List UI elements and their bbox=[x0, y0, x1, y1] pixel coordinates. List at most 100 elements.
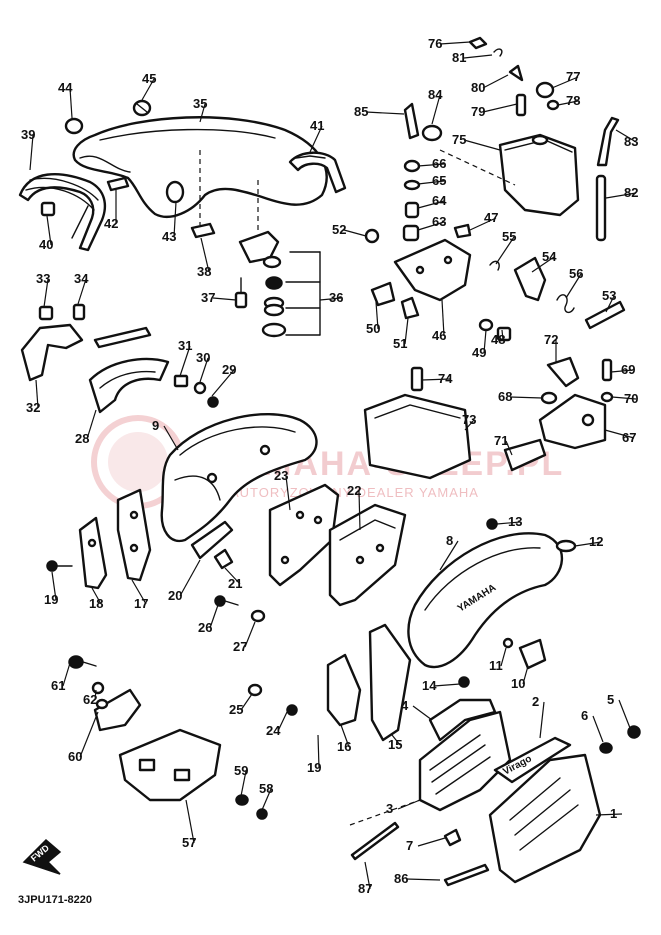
callout-50: 50 bbox=[366, 321, 380, 336]
callout-30: 30 bbox=[196, 350, 210, 365]
callout-leader-46 bbox=[441, 299, 445, 337]
callout-15: 15 bbox=[388, 737, 402, 752]
callout-leader-76 bbox=[439, 41, 471, 45]
part-47-bracket bbox=[393, 223, 472, 302]
part-23-panel bbox=[268, 483, 340, 587]
callout-25: 25 bbox=[229, 702, 243, 717]
callout-6: 6 bbox=[581, 708, 588, 723]
callout-leader-23 bbox=[285, 475, 291, 511]
callout-leader-61 bbox=[62, 662, 71, 687]
part-34-nut bbox=[38, 305, 54, 321]
callout-leader-39 bbox=[29, 134, 34, 171]
callout-leader-64 bbox=[417, 200, 445, 209]
callout-leader-86 bbox=[405, 878, 441, 881]
callout-leader-81 bbox=[463, 54, 493, 59]
callout-leader-33 bbox=[43, 278, 49, 308]
part-8-side-cover: YAMAHA bbox=[407, 532, 564, 669]
callout-80: 80 bbox=[471, 80, 485, 95]
callout-64: 64 bbox=[432, 193, 447, 208]
callout-24: 24 bbox=[266, 723, 281, 738]
callout-leader-37 bbox=[212, 297, 237, 301]
callout-75: 75 bbox=[452, 132, 466, 147]
callout-12: 12 bbox=[589, 534, 603, 549]
callout-49: 49 bbox=[472, 345, 486, 360]
part-38-bolt bbox=[234, 277, 248, 309]
callout-85: 85 bbox=[354, 104, 368, 119]
callout-leader-65 bbox=[417, 180, 445, 185]
callout-40: 40 bbox=[39, 237, 53, 252]
callout-leader-80 bbox=[482, 74, 509, 89]
part-37-damper-stack bbox=[238, 230, 321, 338]
part-3-4-side-panels bbox=[418, 698, 512, 812]
part-45-cap bbox=[64, 117, 84, 135]
callout-52: 52 bbox=[332, 222, 346, 237]
callout-47: 47 bbox=[484, 210, 498, 225]
callout-leader-54 bbox=[531, 256, 555, 273]
callout-63: 63 bbox=[432, 214, 446, 229]
callout-59: 59 bbox=[234, 763, 248, 778]
watermark-subtitle: AUTORYZOWANY DEALER YAMAHA bbox=[230, 485, 479, 500]
callout-3: 3 bbox=[386, 801, 393, 816]
callout-87: 87 bbox=[358, 881, 372, 896]
callout-leader-67 bbox=[604, 429, 635, 439]
callout-71: 71 bbox=[494, 433, 508, 448]
part-35-nut bbox=[72, 303, 86, 321]
callout-leader-75 bbox=[463, 139, 501, 151]
part-43-tab bbox=[106, 176, 130, 192]
callout-leader-26 bbox=[209, 604, 219, 629]
callout-7: 7 bbox=[406, 838, 413, 853]
callout-leader-59 bbox=[240, 770, 247, 797]
callout-4: 4 bbox=[401, 698, 409, 713]
callout-leader-5 bbox=[618, 699, 631, 729]
callout-leader-19 bbox=[317, 734, 320, 769]
callout-leader-28 bbox=[86, 409, 97, 440]
callout-leader-63 bbox=[417, 221, 445, 231]
callout-leader-85 bbox=[365, 111, 405, 115]
callout-84: 84 bbox=[428, 87, 443, 102]
callout-leader-58 bbox=[261, 788, 272, 811]
callout-leader-43 bbox=[173, 201, 177, 238]
part-83-hose bbox=[595, 174, 607, 242]
callout-leader-9 bbox=[163, 425, 179, 451]
callout-86: 86 bbox=[394, 871, 408, 886]
part-64-67-grommet-stack bbox=[402, 159, 421, 242]
callout-43: 43 bbox=[162, 229, 176, 244]
callout-41: 41 bbox=[310, 118, 324, 133]
callout-leader-68 bbox=[509, 396, 543, 399]
callout-leader-70 bbox=[611, 396, 637, 400]
callout-leader-78 bbox=[557, 100, 579, 106]
callout-leader-71 bbox=[505, 440, 513, 456]
callout-53: 53 bbox=[602, 288, 616, 303]
callout-leader-73 bbox=[464, 419, 475, 431]
callout-leader-49 bbox=[483, 329, 487, 354]
callout-67: 67 bbox=[622, 430, 636, 445]
callout-42: 42 bbox=[104, 216, 118, 231]
callout-19: 19 bbox=[44, 592, 58, 607]
callout-8: 8 bbox=[446, 533, 453, 548]
callout-leader-41 bbox=[309, 125, 323, 153]
callout-leader-57 bbox=[185, 799, 195, 844]
callout-leader-53 bbox=[605, 295, 615, 313]
part-41-clip bbox=[40, 201, 56, 217]
callout-leader-47 bbox=[469, 217, 497, 231]
callout-leader-87 bbox=[364, 861, 371, 890]
part-76-reservoir bbox=[439, 133, 580, 217]
part-61-bracket bbox=[93, 688, 142, 732]
callout-48: 48 bbox=[491, 332, 505, 347]
callout-leader-48 bbox=[501, 329, 504, 341]
part-74-battery-case bbox=[363, 366, 472, 480]
callout-leader-74 bbox=[421, 378, 451, 381]
callout-13: 13 bbox=[508, 514, 522, 529]
callout-leader-1 bbox=[595, 813, 623, 816]
part-59-60-62-63-hardware bbox=[68, 655, 268, 820]
callout-68: 68 bbox=[498, 389, 512, 404]
callout-leader-14 bbox=[433, 683, 461, 687]
callout-79: 79 bbox=[471, 104, 485, 119]
callout-leader-55 bbox=[495, 236, 515, 265]
callout-22: 22 bbox=[347, 483, 361, 498]
callout-38: 38 bbox=[197, 264, 211, 279]
callout-leader-3 bbox=[397, 799, 421, 810]
part-20-bracket bbox=[190, 520, 234, 560]
